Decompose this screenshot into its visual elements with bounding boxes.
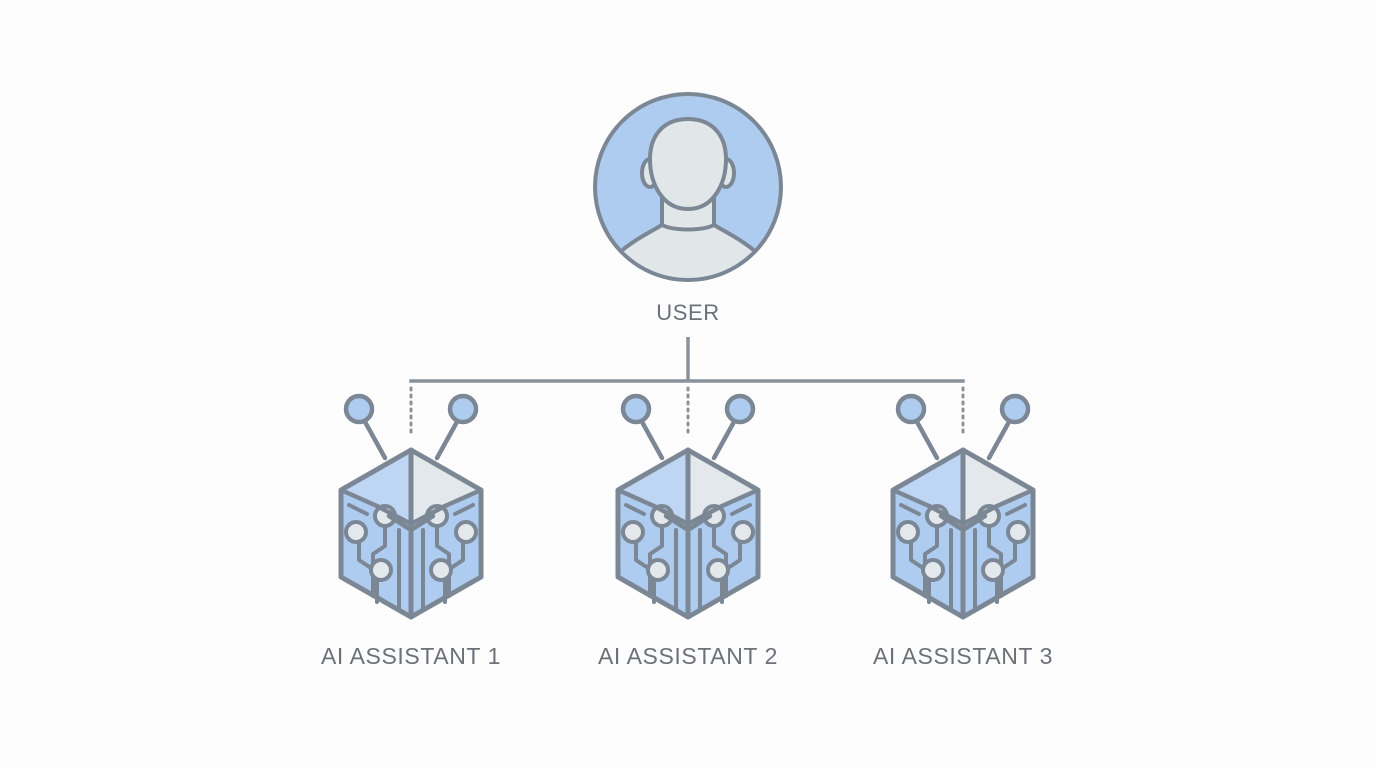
node-ai-assistant-1-label: AI ASSISTANT 1: [321, 643, 501, 669]
connector-group: [409, 337, 965, 439]
node-ai-assistant-3-label: AI ASSISTANT 3: [873, 643, 1053, 669]
node-ai-assistant-1[interactable]: AI ASSISTANT 1: [321, 396, 501, 669]
node-ai-assistant-2-label: AI ASSISTANT 2: [598, 643, 778, 669]
node-user-label: USER: [656, 300, 720, 325]
node-ai-assistant-3[interactable]: AI ASSISTANT 3: [873, 396, 1053, 669]
node-user[interactable]: USER: [592, 94, 784, 325]
node-ai-assistant-2[interactable]: AI ASSISTANT 2: [598, 396, 778, 669]
